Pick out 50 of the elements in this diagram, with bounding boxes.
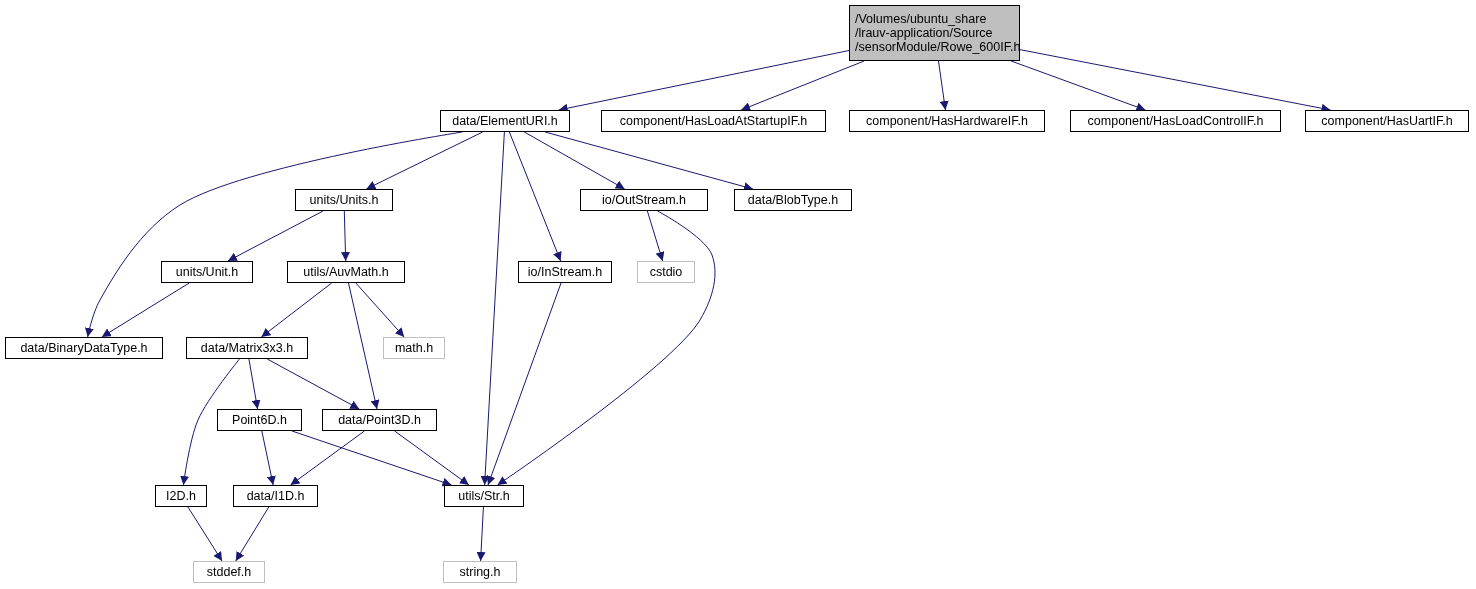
arrow — [180, 358, 240, 486]
file-box: component/HasUartIF.h — [1305, 110, 1469, 132]
file-box: component/HasLoadControlIF.h — [1070, 110, 1281, 132]
arrow — [291, 430, 452, 487]
arrow — [1010, 60, 1146, 112]
arrow — [261, 430, 276, 486]
file-box: /Volumes/ubuntu_share /lrauv-application/Source /sensorModule/Rowe_600IF.h — [849, 5, 1020, 61]
file-box: data/I1D.h — [233, 485, 318, 507]
arrow — [187, 506, 223, 562]
file-box: data/Point3D.h — [322, 409, 437, 431]
arrow — [248, 358, 261, 410]
arrow — [260, 282, 333, 338]
arrow — [365, 131, 484, 190]
arrow — [290, 430, 365, 486]
file-box: utils/AuvMath.h — [287, 261, 405, 283]
file-box: stddef.h — [193, 561, 265, 583]
file-box: cstdio — [637, 261, 695, 283]
file-box: io/InStream.h — [518, 261, 612, 283]
arrow — [508, 131, 562, 262]
arrow — [227, 210, 324, 262]
file-box: units/Unit.h — [161, 261, 253, 283]
file-box: component/HasLoadAtStartupIF.h — [601, 110, 826, 132]
arrow — [480, 131, 505, 486]
arrow — [523, 131, 626, 190]
arrow — [486, 282, 562, 486]
file-box: string.h — [443, 561, 517, 583]
file-box: component/HasHardwareIF.h — [849, 110, 1045, 132]
file-box: utils/Str.h — [444, 485, 524, 507]
arrow — [355, 282, 405, 338]
file-box: data/BlobType.h — [734, 189, 852, 211]
arrow — [476, 506, 486, 562]
file-box: math.h — [383, 337, 445, 359]
arrow — [740, 60, 865, 111]
arrow — [544, 131, 754, 191]
file-box: I2D.h — [155, 485, 207, 507]
arrow — [938, 60, 949, 111]
arrow — [497, 210, 716, 486]
file-box: data/Matrix3x3.h — [186, 337, 308, 359]
arrow — [266, 358, 360, 410]
file-box: data/ElementURI.h — [440, 110, 570, 132]
arrow — [348, 282, 380, 410]
arrow — [646, 210, 665, 262]
arrow — [101, 282, 190, 338]
arrow — [394, 430, 470, 486]
file-box: Point6D.h — [217, 409, 302, 431]
arrow — [235, 506, 270, 562]
file-box: io/OutStream.h — [580, 189, 708, 211]
file-box: data/BinaryDataType.h — [5, 337, 163, 359]
arrow — [340, 210, 350, 262]
file-box: units/Units.h — [295, 189, 393, 211]
